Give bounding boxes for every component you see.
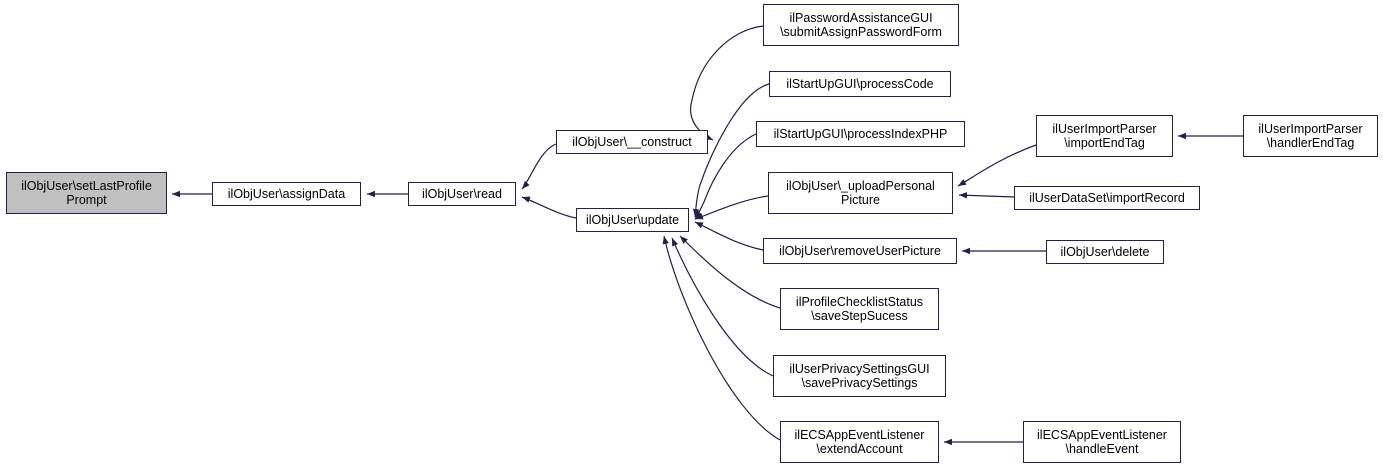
graph-node[interactable]: ilUserDataSet\importRecord xyxy=(1014,186,1200,210)
graph-node[interactable]: ilUserImportParser \importEndTag xyxy=(1036,115,1173,157)
graph-node[interactable]: ilStartUpGUI\processIndexPHP xyxy=(756,121,965,147)
graph-node[interactable]: ilProfileChecklistStatus \saveStepSucess xyxy=(780,288,939,330)
graph-node[interactable]: ilObjUser\delete xyxy=(1046,240,1164,264)
graph-node[interactable]: ilObjUser\removeUserPicture xyxy=(763,238,957,264)
graph-node[interactable]: ilObjUser\update xyxy=(576,208,689,232)
graph-edge xyxy=(521,143,557,190)
graph-node[interactable]: ilPasswordAssistanceGUI \submitAssignPas… xyxy=(763,4,959,46)
graph-node[interactable]: ilObjUser\setLastProfile Prompt xyxy=(6,172,167,214)
graph-edge xyxy=(957,144,1037,187)
graph-node[interactable]: ilECSAppEventListener \handleEvent xyxy=(1023,421,1181,463)
graph-node[interactable]: ilUserImportParser \handlerEndTag xyxy=(1243,115,1378,157)
graph-edge xyxy=(694,195,769,220)
graph-node[interactable]: ilUserPrivacySettingsGUI \savePrivacySet… xyxy=(773,355,946,397)
graph-edge xyxy=(671,237,774,377)
graph-edge xyxy=(690,25,764,141)
graph-edge xyxy=(694,221,764,251)
graph-node[interactable]: ilObjUser\__construct xyxy=(556,130,708,154)
graph-node[interactable]: ilStartUpGUI\processCode xyxy=(769,71,951,97)
graph-node[interactable]: ilECSAppEventListener \extendAccount xyxy=(780,421,939,463)
graph-node[interactable]: ilObjUser\_uploadPersonal Picture xyxy=(768,172,953,214)
graph-node[interactable]: ilObjUser\read xyxy=(408,182,516,206)
graph-edge xyxy=(662,235,781,441)
graph-edge xyxy=(521,196,577,219)
graph-edge xyxy=(958,192,1015,199)
graph-node[interactable]: ilObjUser\assignData xyxy=(212,182,361,206)
